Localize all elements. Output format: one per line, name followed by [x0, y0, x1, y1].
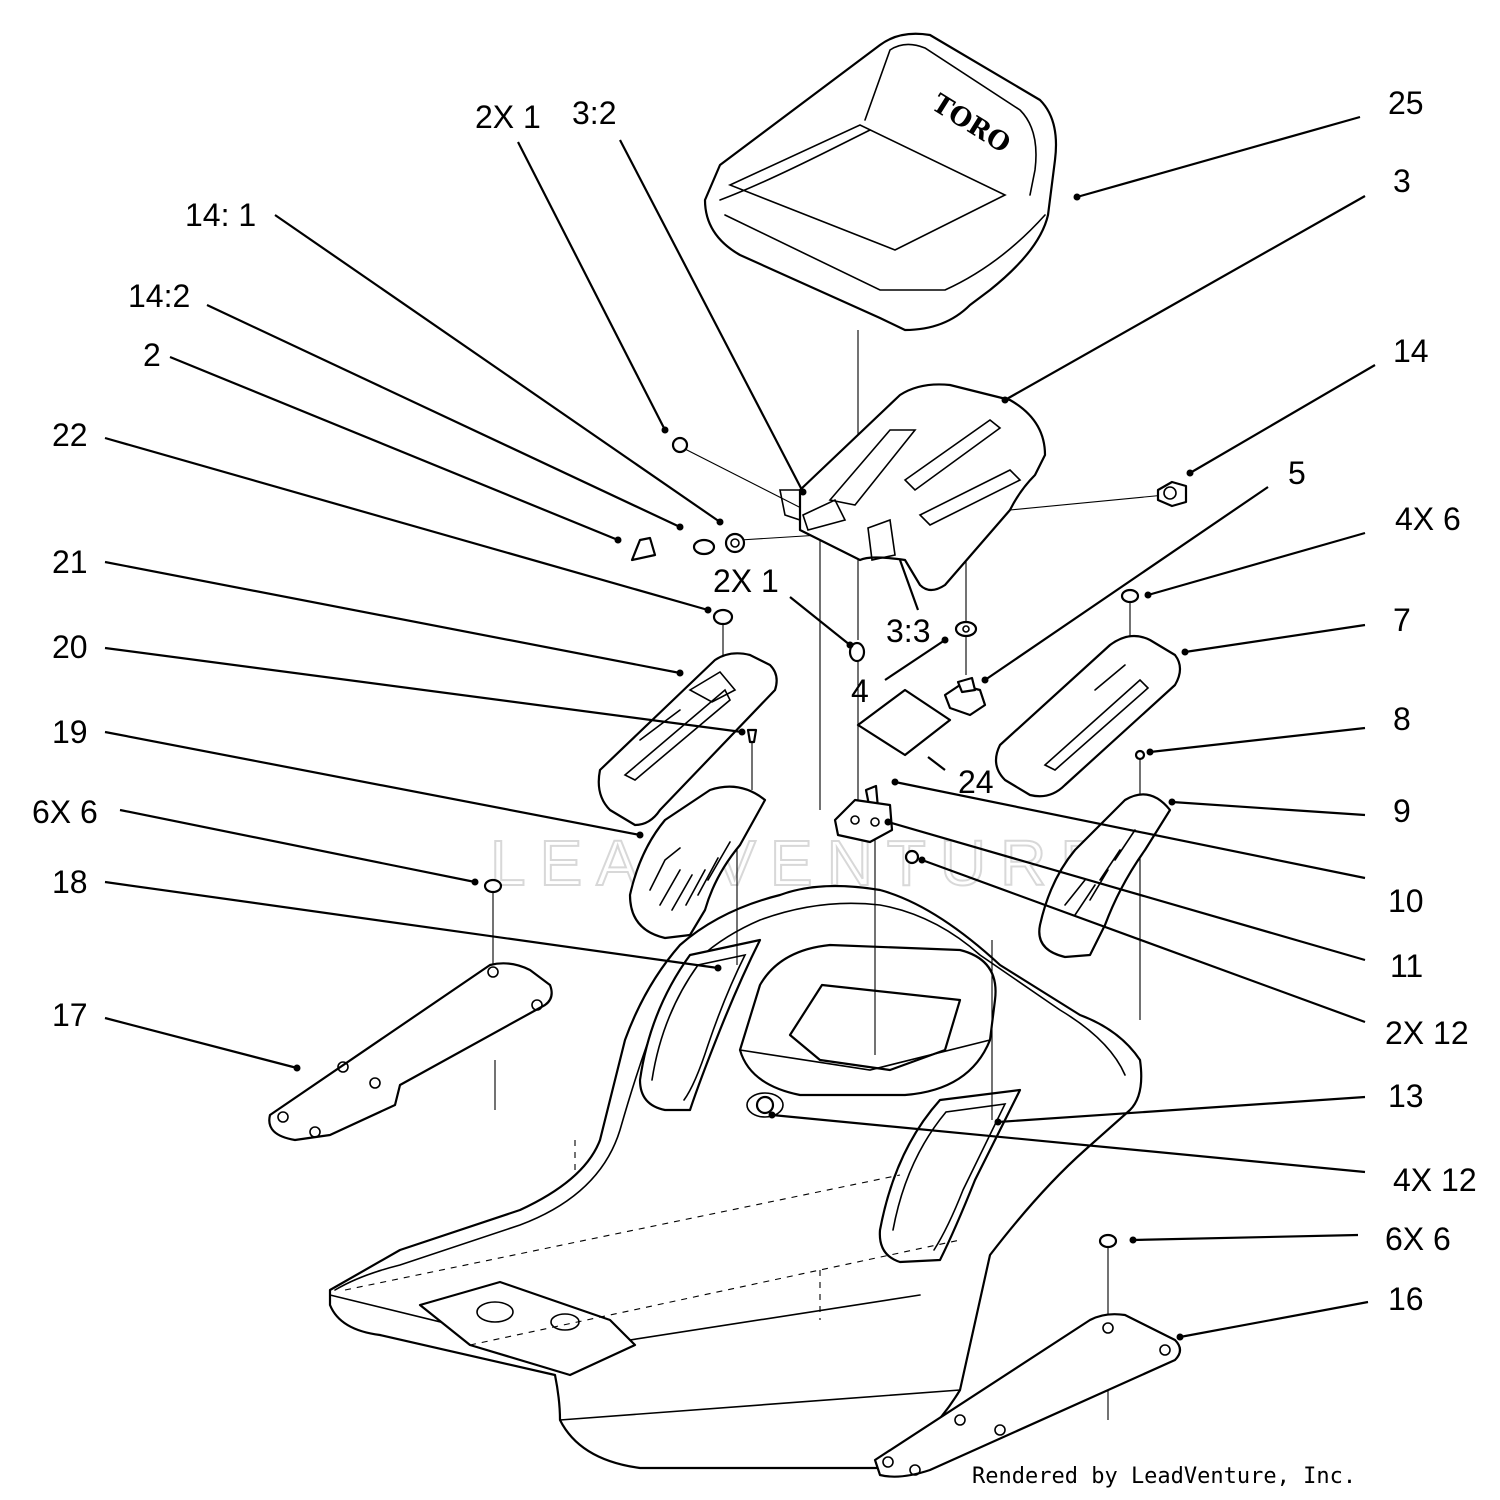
plate-19 — [628, 785, 767, 940]
callout-3-2: 3:2 — [572, 95, 616, 131]
callout-14: 14 — [1393, 333, 1429, 369]
callout-25: 25 — [1388, 85, 1424, 121]
plate-21 — [597, 652, 778, 827]
hardware — [483, 436, 1188, 1249]
leader-lines — [104, 115, 1376, 1339]
watermark: LEADVENTURE — [490, 827, 1117, 899]
plate-9 — [1038, 793, 1172, 959]
callout-2x12: 2X 12 — [1385, 1015, 1469, 1051]
callout-4x6: 4X 6 — [1395, 501, 1461, 537]
callout-4: 4 — [851, 673, 869, 709]
callout-10: 10 — [1388, 883, 1424, 919]
callout-13: 13 — [1388, 1078, 1424, 1114]
plate-7 — [994, 634, 1182, 798]
callout-2x1-top: 2X 1 — [475, 99, 541, 135]
callout-7: 7 — [1393, 602, 1411, 638]
callout-6x6-right: 6X 6 — [1385, 1221, 1451, 1257]
callout-18: 18 — [52, 864, 88, 900]
seat-pan — [779, 383, 1047, 592]
callout-3-3: 3:3 — [886, 613, 930, 649]
callout-4x12: 4X 12 — [1393, 1162, 1477, 1198]
callout-22: 22 — [52, 417, 88, 453]
callout-16: 16 — [1388, 1281, 1424, 1317]
render-credit: Rendered by LeadVenture, Inc. — [972, 1464, 1356, 1489]
callout-14-2: 14:2 — [128, 278, 190, 314]
seat: TORO — [703, 32, 1058, 332]
callout-21: 21 — [52, 544, 88, 580]
callout-17: 17 — [52, 997, 88, 1033]
callout-2: 2 — [143, 337, 161, 373]
callout-2x1-mid: 2X 1 — [713, 563, 779, 599]
callout-11: 11 — [1390, 948, 1423, 984]
callout-6x6-left: 6X 6 — [32, 794, 98, 830]
plate-17 — [268, 962, 553, 1142]
callout-3: 3 — [1393, 163, 1411, 199]
plate-16 — [873, 1313, 1182, 1478]
callout-8: 8 — [1393, 701, 1411, 737]
callout-14-1: 14: 1 — [185, 197, 256, 233]
leader-dots — [293, 193, 1194, 1341]
callout-labels: 25 3 14 5 4X 6 7 8 9 10 11 2X 12 13 4X 1… — [32, 85, 1477, 1317]
callout-5: 5 — [1288, 455, 1306, 491]
callout-9: 9 — [1393, 793, 1411, 829]
callout-24: 24 — [958, 764, 994, 800]
callout-20: 20 — [52, 629, 88, 665]
callout-19: 19 — [52, 714, 88, 750]
decal-24 — [856, 688, 952, 757]
